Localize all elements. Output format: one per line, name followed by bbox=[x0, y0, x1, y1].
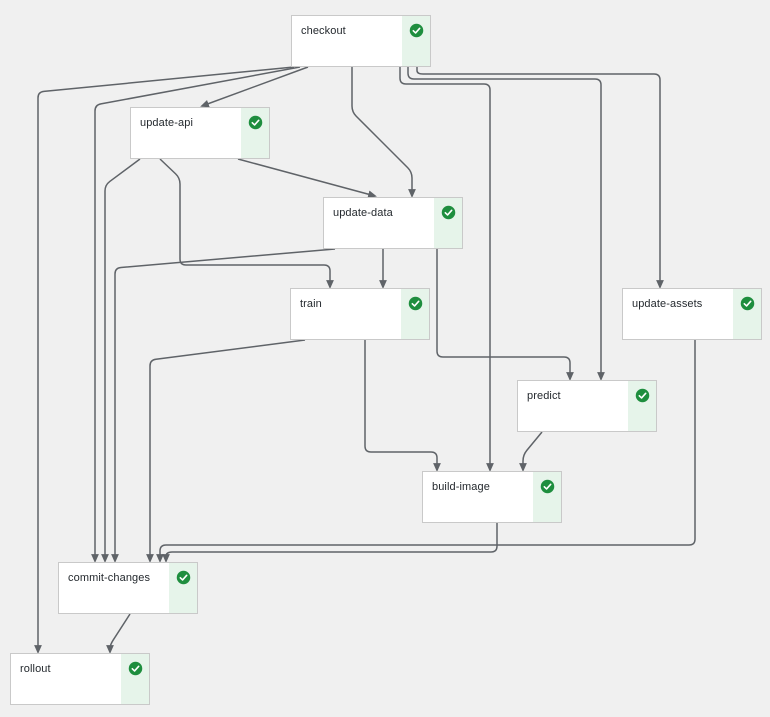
edge-update-assets-to-commit-changes bbox=[156, 340, 696, 563]
status-strip bbox=[169, 563, 197, 613]
edge-build-image-to-commit-changes bbox=[162, 523, 498, 563]
check-circle-icon bbox=[441, 205, 456, 220]
check-circle-icon bbox=[540, 479, 555, 494]
edge-checkout-to-update-data bbox=[351, 67, 416, 198]
node-label: update-api bbox=[140, 117, 193, 129]
check-circle-icon bbox=[409, 23, 424, 38]
edge-checkout-to-predict bbox=[407, 67, 605, 381]
edge-group bbox=[34, 66, 696, 654]
node-label: train bbox=[300, 298, 322, 310]
node-update-data[interactable]: update-data bbox=[323, 197, 463, 249]
check-circle-icon bbox=[740, 296, 755, 311]
edge-checkout-to-commit-changes bbox=[91, 66, 301, 563]
check-circle-icon bbox=[248, 115, 263, 130]
node-predict[interactable]: predict bbox=[517, 380, 657, 432]
node-label: commit-changes bbox=[68, 572, 151, 584]
check-circle-icon bbox=[408, 296, 423, 311]
node-update-assets[interactable]: update-assets bbox=[622, 288, 762, 340]
edge-commit-changes-to-rollout bbox=[106, 613, 131, 654]
node-update-api[interactable]: update-api bbox=[130, 107, 270, 159]
edge-update-data-to-commit-changes bbox=[111, 248, 336, 563]
edge-checkout-to-rollout bbox=[34, 66, 295, 654]
edge-checkout-to-update-api bbox=[200, 66, 309, 108]
node-label: rollout bbox=[20, 663, 51, 675]
node-rollout[interactable]: rollout bbox=[10, 653, 150, 705]
node-label: update-assets bbox=[632, 298, 703, 310]
check-circle-icon bbox=[635, 388, 650, 403]
edge-update-api-to-commit-changes bbox=[101, 158, 141, 563]
edge-train-to-build-image bbox=[364, 340, 441, 472]
status-strip bbox=[402, 16, 430, 66]
node-commit-changes[interactable]: commit-changes bbox=[58, 562, 198, 614]
status-strip bbox=[121, 654, 149, 704]
node-train[interactable]: train bbox=[290, 288, 430, 340]
edge-checkout-to-update-assets bbox=[416, 67, 664, 289]
edge-train-to-commit-changes bbox=[146, 339, 306, 563]
status-strip bbox=[628, 381, 656, 431]
status-strip bbox=[533, 472, 561, 522]
edge-predict-to-build-image bbox=[519, 431, 543, 472]
status-strip bbox=[401, 289, 429, 339]
status-strip bbox=[434, 198, 462, 248]
node-label: checkout bbox=[301, 25, 346, 37]
node-build-image[interactable]: build-image bbox=[422, 471, 562, 523]
node-label: predict bbox=[527, 390, 561, 402]
status-strip bbox=[241, 108, 269, 158]
edge-update-data-to-predict bbox=[436, 249, 574, 381]
edge-update-api-to-update-data bbox=[237, 158, 377, 198]
edge-update-api-to-train bbox=[159, 158, 334, 289]
check-circle-icon bbox=[176, 570, 191, 585]
node-label: update-data bbox=[333, 207, 393, 219]
status-strip bbox=[733, 289, 761, 339]
node-label: build-image bbox=[432, 481, 490, 493]
check-circle-icon bbox=[128, 661, 143, 676]
node-checkout[interactable]: checkout bbox=[291, 15, 431, 67]
edge-checkout-to-build-image bbox=[399, 67, 494, 472]
